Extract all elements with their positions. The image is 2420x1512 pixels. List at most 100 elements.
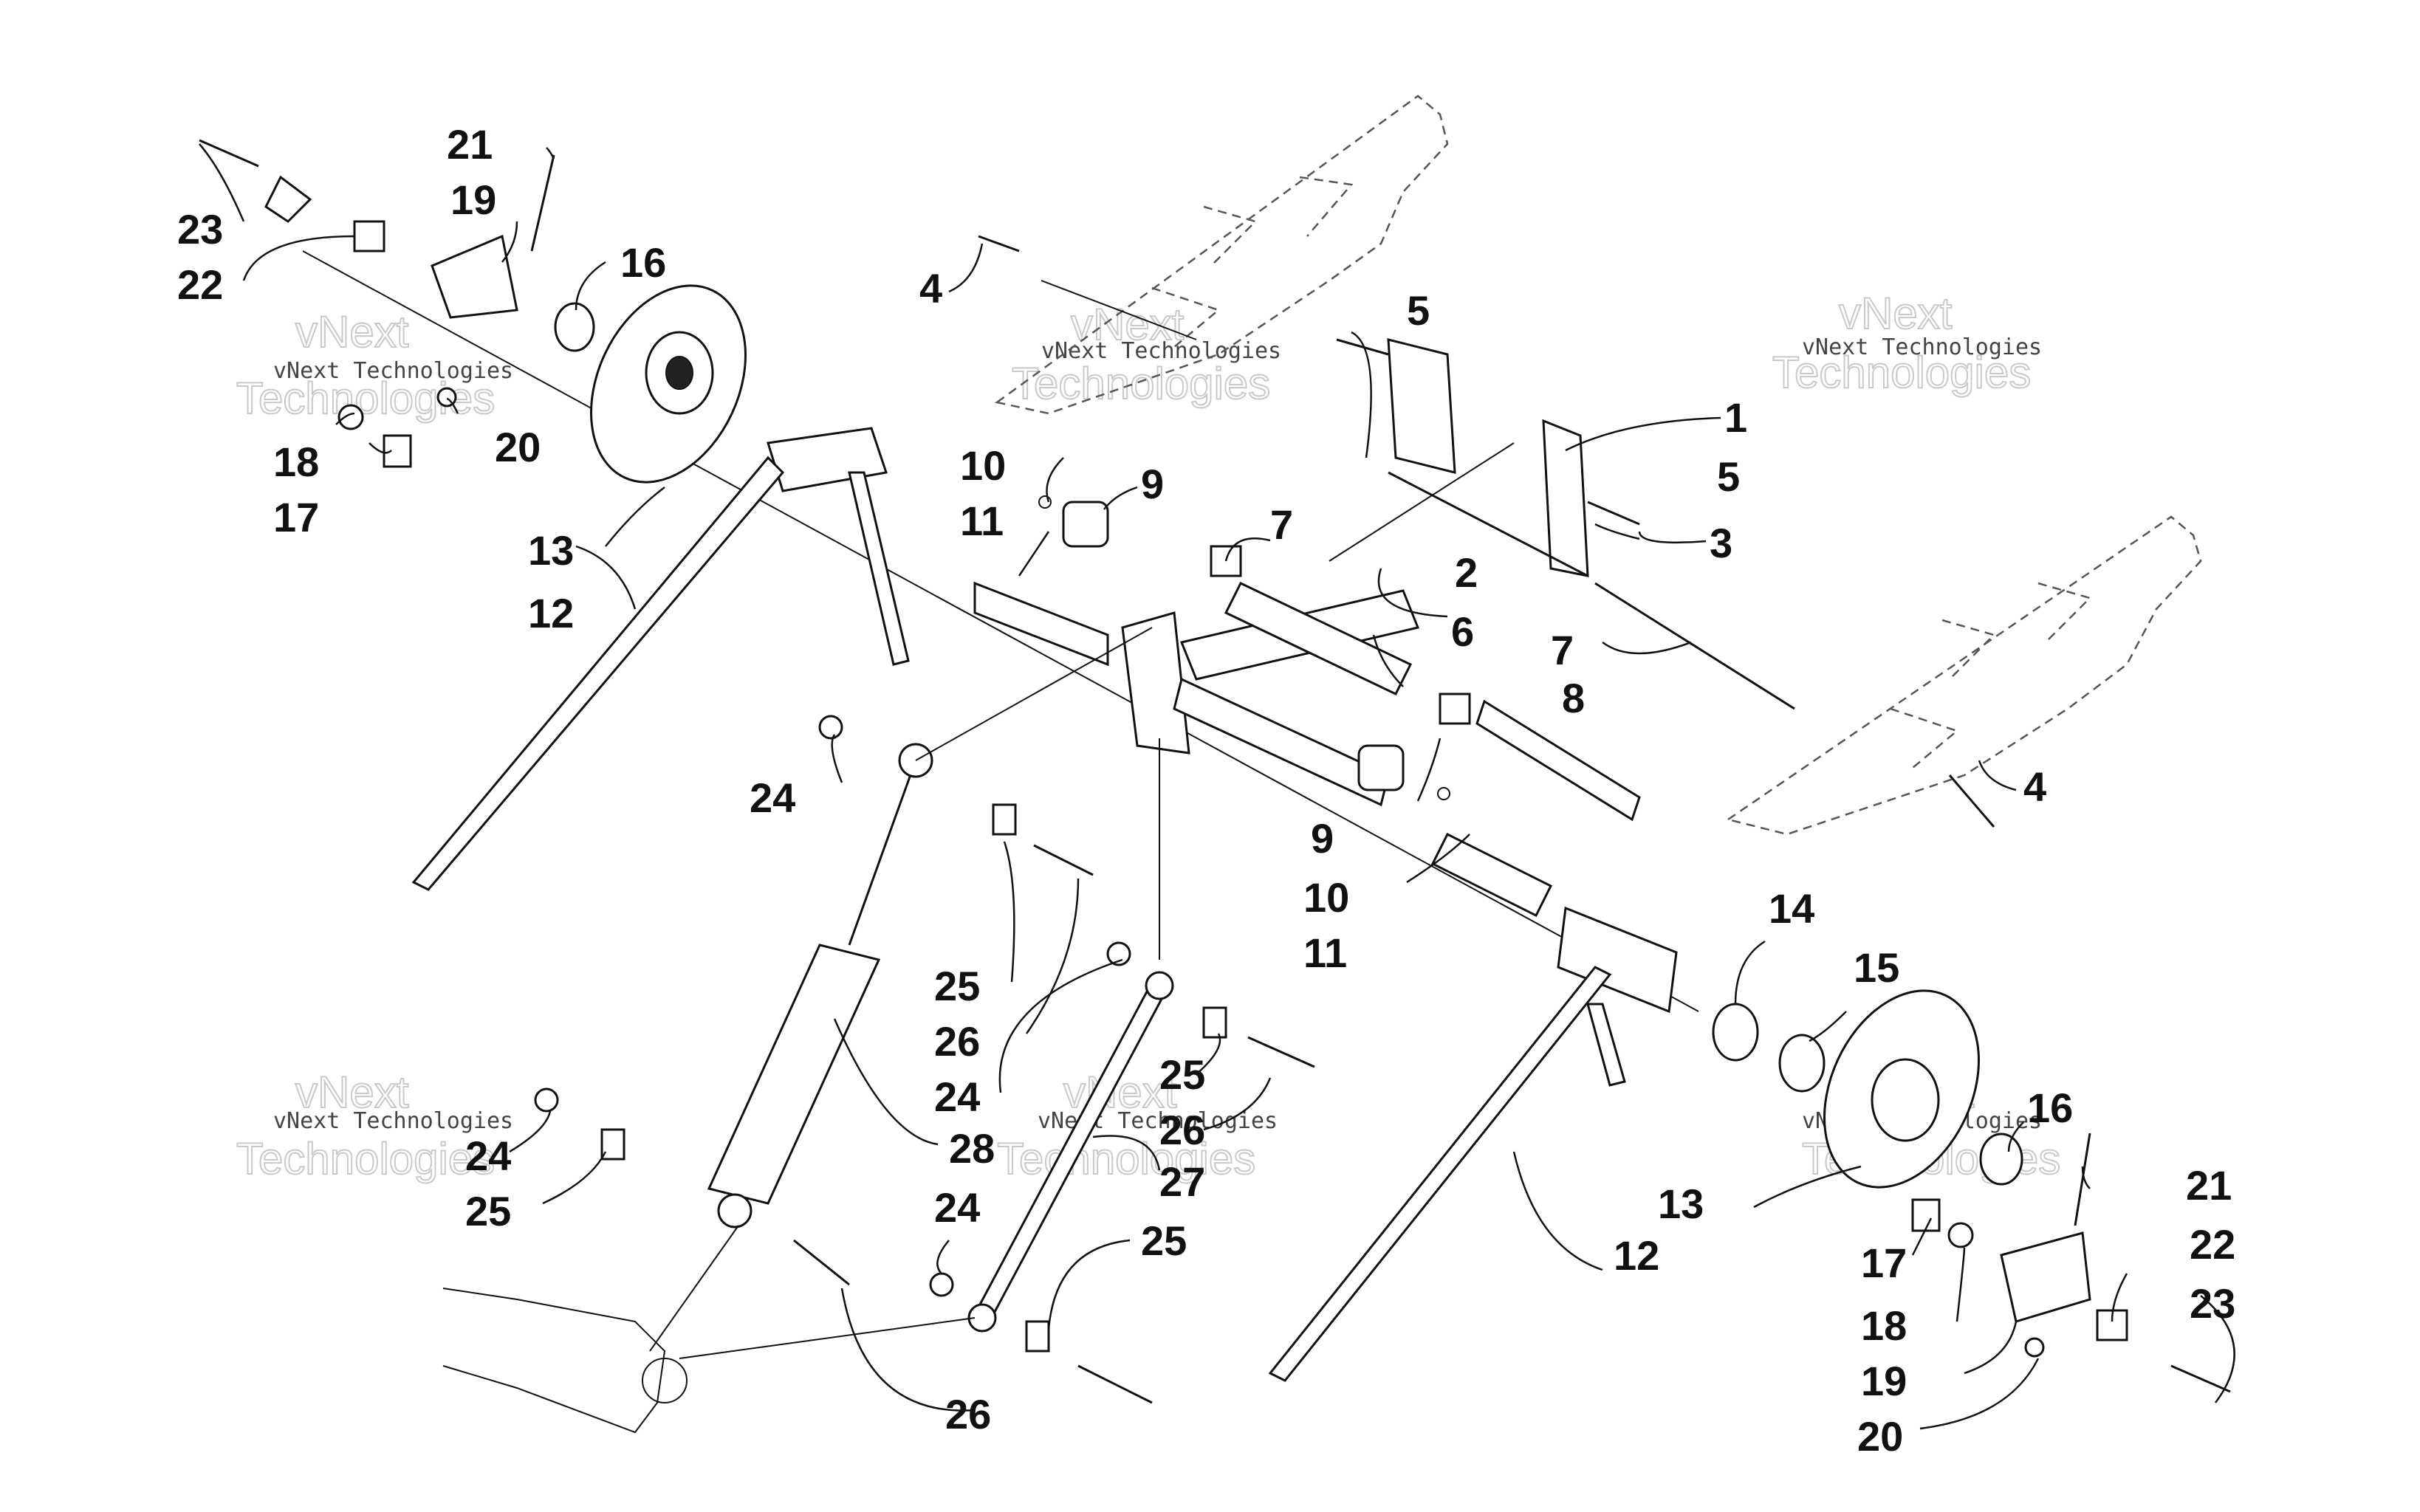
axle-3 xyxy=(1594,582,1795,710)
callout-26-a: 26 xyxy=(934,1018,980,1065)
wheel-bearing-left xyxy=(665,356,693,390)
watermark-big-line2: Technologies xyxy=(1012,359,1270,408)
callout-26-b: 26 xyxy=(1159,1107,1205,1153)
clip-10-upper xyxy=(1038,495,1052,509)
callout-18-lower: 18 xyxy=(1861,1302,1907,1349)
washer-plate-left xyxy=(264,175,312,223)
shock-hardware xyxy=(534,715,1315,1404)
callout-19-upper: 19 xyxy=(450,176,496,223)
mount-plate-center xyxy=(1121,611,1190,755)
callout-8: 8 xyxy=(1562,675,1585,721)
nut-24-d xyxy=(929,1272,954,1297)
callout-20-upper: 20 xyxy=(495,424,541,470)
callout-20-lower: 20 xyxy=(1857,1413,1903,1460)
bolt-26-b xyxy=(1247,1036,1315,1068)
bolt-21-left xyxy=(530,154,555,252)
nut-24-b xyxy=(1106,941,1131,966)
callout-9-lower: 9 xyxy=(1311,815,1334,862)
shock-absorber xyxy=(707,743,933,1228)
callout-26-c: 26 xyxy=(945,1391,991,1437)
callout-7-upper: 7 xyxy=(1270,501,1293,548)
spacer-16-right xyxy=(1979,1133,2023,1186)
spacer-25-b xyxy=(1202,1006,1227,1039)
retaining-ring-14 xyxy=(1712,1003,1759,1062)
callout-11-upper: 11 xyxy=(960,498,1004,544)
callout-22-lower: 22 xyxy=(2190,1221,2235,1268)
ring-18-left xyxy=(337,404,364,430)
main-axle-centerline xyxy=(302,250,1699,1012)
callout-13-lower: 13 xyxy=(1658,1181,1704,1227)
callout-6: 6 xyxy=(1451,608,1474,655)
callout-24-b: 24 xyxy=(934,1073,980,1120)
callout-24-d: 24 xyxy=(934,1184,980,1231)
watermark-small: vNext Technologies xyxy=(273,358,513,384)
callout-15: 15 xyxy=(1854,944,1899,991)
wheel-hub-right xyxy=(1871,1058,1940,1142)
bolt-5-upper xyxy=(1336,338,1389,356)
callout-24-a: 24 xyxy=(750,774,795,821)
block-9-upper xyxy=(1062,501,1109,548)
cross-arm-lower xyxy=(1173,677,1390,807)
callout-21-lower: 21 xyxy=(2186,1162,2232,1209)
bracket-1-base xyxy=(1388,471,1588,577)
leader-lines xyxy=(199,143,2235,1430)
callout-25-d: 25 xyxy=(1141,1217,1187,1264)
callout-12-lower: 12 xyxy=(1614,1232,1659,1279)
rail-lower-phantom xyxy=(1725,515,2202,836)
callout-17-upper: 17 xyxy=(273,494,319,540)
link-eye-lower xyxy=(967,1303,997,1333)
bushing-22-left xyxy=(353,220,385,252)
rail-upper-phantom xyxy=(995,94,1449,415)
bracket-1-left-plate xyxy=(1387,338,1456,474)
callout-4-lower: 4 xyxy=(2023,763,2046,810)
bushing-17-right xyxy=(1911,1198,1941,1232)
watermark-big-line2: Technologies xyxy=(997,1134,1255,1183)
watermark-small: vNext Technologies xyxy=(1041,338,1281,364)
block-9-lower xyxy=(1357,744,1405,791)
rear-mount-phantom xyxy=(442,1225,976,1434)
link-arm xyxy=(967,971,1174,1333)
callout-10-upper: 10 xyxy=(960,442,1006,489)
spacer-25-a xyxy=(992,803,1017,836)
watermark-big-line2: Technologies xyxy=(1772,348,2031,397)
callout-25-a: 25 xyxy=(934,963,980,1009)
bracket-19-right xyxy=(2000,1231,2091,1323)
shock-body-28 xyxy=(707,944,881,1205)
callout-22-upper: 22 xyxy=(177,261,223,308)
watermark-big-line1: vNext xyxy=(295,1068,409,1117)
callout-2: 2 xyxy=(1455,549,1478,596)
watermark-small: vNext Technologies xyxy=(1802,334,2042,360)
callout-14: 14 xyxy=(1769,885,1814,932)
callout-10-lower: 10 xyxy=(1303,874,1349,921)
callout-21-upper: 21 xyxy=(447,121,493,168)
shock-rod xyxy=(848,760,917,946)
callout-5-lower: 5 xyxy=(1717,453,1740,500)
rod-8 xyxy=(1475,699,1641,822)
spring-leg-right xyxy=(1586,1003,1626,1087)
spring-coil-left xyxy=(767,427,888,492)
bolt-5-lower xyxy=(1587,501,1640,526)
torsion-spring-right xyxy=(1268,906,1678,1382)
bushing-17-left xyxy=(383,434,412,468)
callout-3: 3 xyxy=(1710,520,1732,566)
nut-20-right xyxy=(2024,1337,2045,1358)
nut-24-a xyxy=(818,715,843,740)
spacer-25-c xyxy=(600,1128,625,1161)
spring-leg-left xyxy=(848,471,910,666)
spacer-16-left xyxy=(554,302,595,352)
spring-coil-right xyxy=(1557,906,1678,1014)
watermark-big-line2: Technologies xyxy=(236,1134,495,1183)
bolt-4-lower xyxy=(1948,774,1995,828)
callout-16-lower: 16 xyxy=(2027,1085,2073,1131)
callout-12-upper: 12 xyxy=(528,590,574,636)
bolt-26-a xyxy=(1033,844,1094,876)
watermark-big-line1: vNext xyxy=(1839,289,1953,338)
link-eye-upper xyxy=(1145,971,1174,1000)
center-crossmember xyxy=(973,495,1641,918)
callout-23-upper: 23 xyxy=(177,206,223,252)
callout-9-upper: 9 xyxy=(1141,461,1164,507)
nut-24-c xyxy=(534,1087,559,1113)
clip-10-lower xyxy=(1437,787,1450,800)
callout-13-upper: 13 xyxy=(528,527,574,574)
callout-17-lower: 17 xyxy=(1861,1240,1907,1286)
